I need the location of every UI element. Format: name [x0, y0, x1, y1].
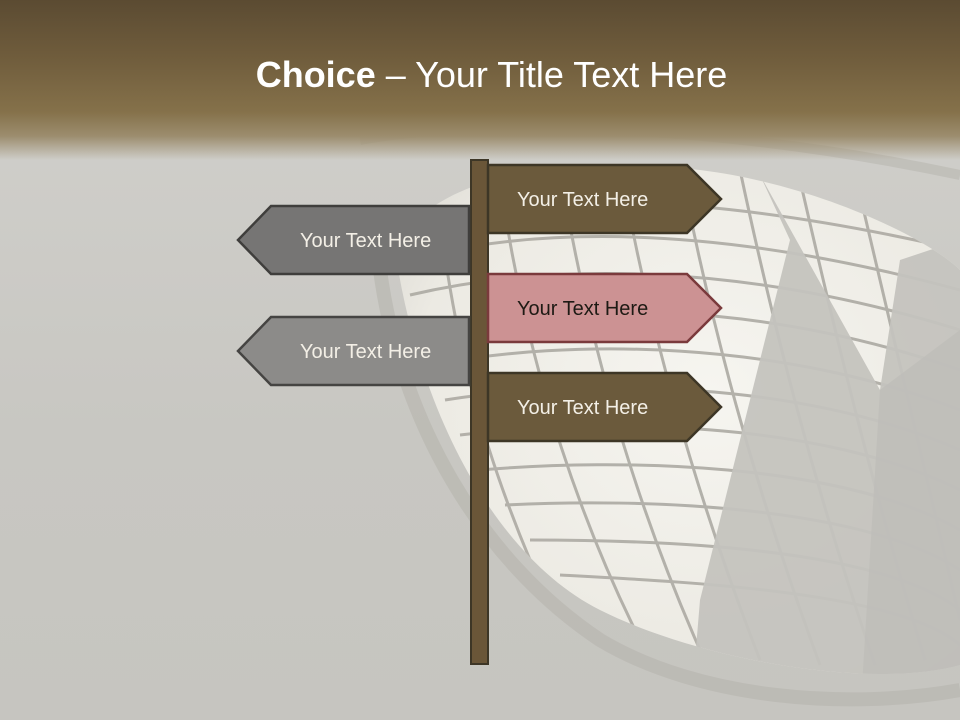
title-bold-part: Choice	[255, 54, 376, 95]
sign-3-label[interactable]: Your Text Here	[517, 298, 649, 320]
sign-1-arrow[interactable]	[486, 163, 723, 235]
sign-3-arrow[interactable]	[486, 272, 723, 344]
sign-2-label[interactable]: Your Text Here	[300, 230, 432, 252]
sign-1-label[interactable]: Your Text Here	[517, 189, 649, 211]
slide-title: Choice – Your Title Text Here	[0, 52, 960, 98]
sign-4-arrow[interactable]	[236, 315, 471, 387]
sign-4-label[interactable]: Your Text Here	[300, 341, 432, 363]
title-rest: – Your Title Text Here	[375, 54, 728, 95]
sign-5-label[interactable]: Your Text Here	[517, 397, 649, 419]
sign-5-arrow[interactable]	[486, 371, 723, 443]
signpost-pole	[470, 159, 489, 665]
header-band	[0, 0, 960, 160]
sign-2-arrow[interactable]	[236, 204, 471, 276]
